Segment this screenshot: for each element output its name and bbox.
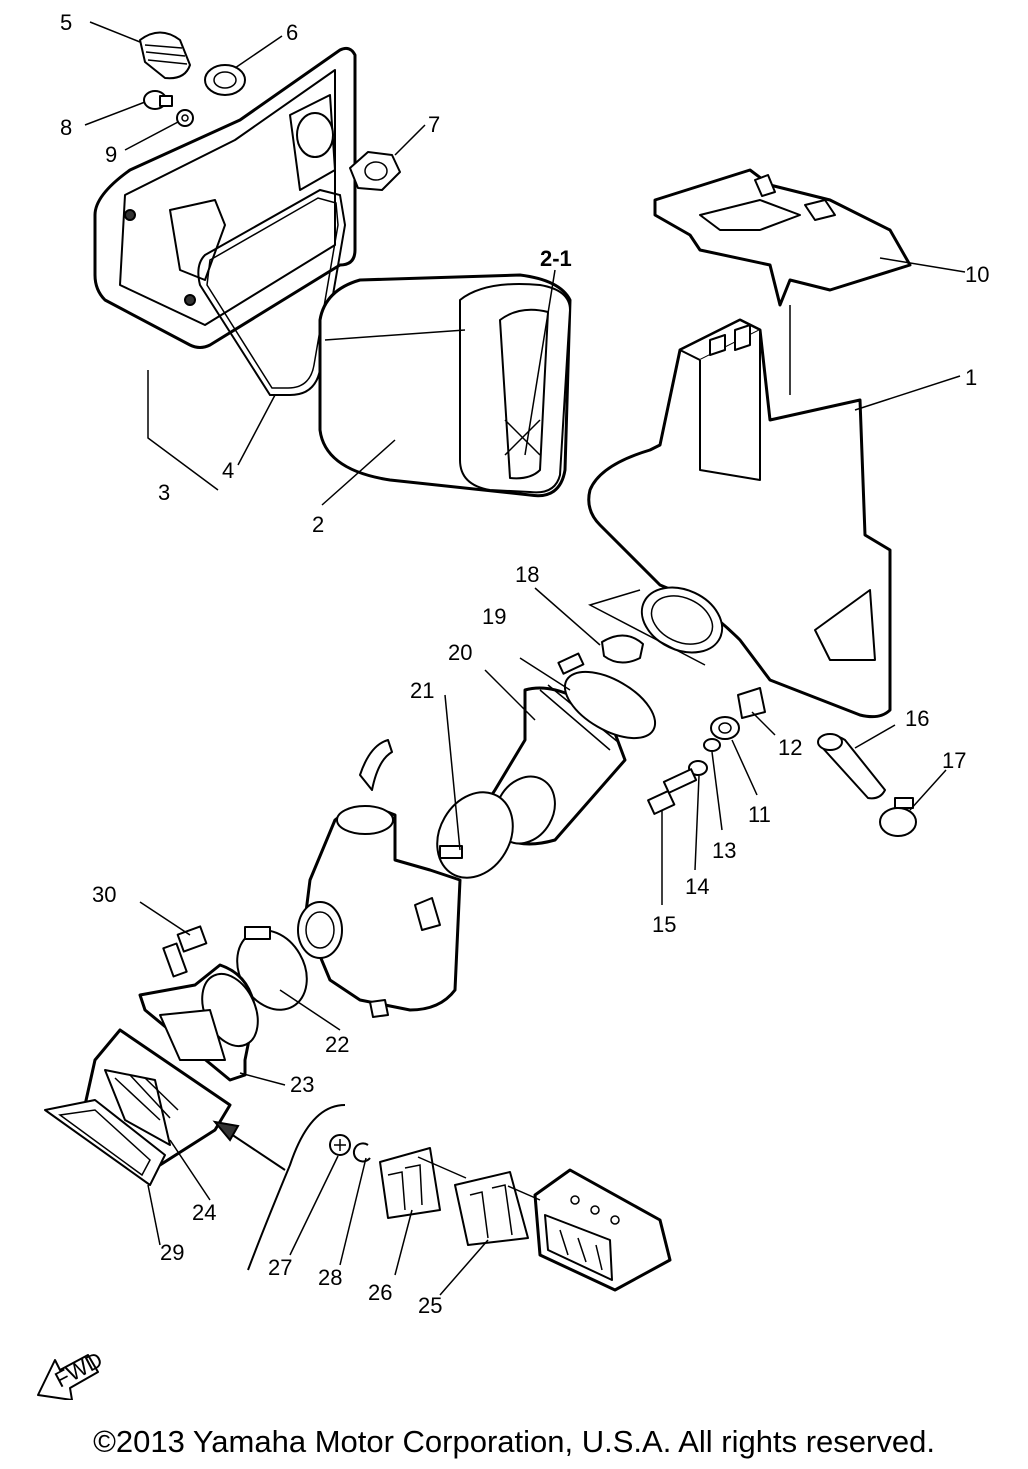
callout-19: 19 <box>482 604 506 629</box>
callout-22: 22 <box>325 1032 349 1057</box>
spring-washer <box>703 738 721 752</box>
callout-23: 23 <box>290 1072 314 1097</box>
callout-30: 30 <box>92 882 116 907</box>
sub-assembly-bracket <box>247 1104 346 1271</box>
callout-15: 15 <box>652 912 676 937</box>
case-cover-plate <box>653 168 912 307</box>
callout-5: 5 <box>60 10 72 35</box>
callout-27: 27 <box>268 1255 292 1280</box>
fwd-label: FWD <box>51 1347 107 1393</box>
exploded-parts-diagram: FWD <box>37 10 989 1400</box>
callout-28: 28 <box>318 1265 342 1290</box>
joint-clamp-upper <box>557 652 657 740</box>
fwd-direction-indicator: FWD <box>37 1347 107 1400</box>
callout-18: 18 <box>515 562 539 587</box>
callout-2: 2 <box>312 512 324 537</box>
copyright-notice: ©2013 Yamaha Motor Corporation, U.S.A. A… <box>93 1424 935 1459</box>
callout-11: 11 <box>748 802 771 827</box>
manifold-clamp <box>236 926 308 1011</box>
grommet-small <box>710 716 740 740</box>
callout-16: 16 <box>905 706 929 731</box>
callout-25: 25 <box>418 1293 442 1318</box>
callout-6: 6 <box>286 20 298 45</box>
intake-manifold <box>138 963 259 1082</box>
reed-washer <box>352 1142 371 1163</box>
air-cleaner-cover <box>93 46 357 349</box>
reed-screw <box>329 1134 351 1156</box>
screw <box>143 90 173 110</box>
callout-9: 9 <box>105 142 117 167</box>
callout-17: 17 <box>942 748 966 773</box>
callout-20: 20 <box>448 640 472 665</box>
callout-7: 7 <box>428 112 440 137</box>
air-filter-element <box>318 273 572 498</box>
nut <box>349 151 401 191</box>
damper <box>601 634 644 664</box>
callout-21: 21 <box>410 678 434 703</box>
reed-valve-gasket <box>44 1099 166 1186</box>
drain-hose <box>817 733 886 800</box>
grommet <box>204 64 246 96</box>
cap <box>139 31 191 80</box>
callout-8: 8 <box>60 115 72 140</box>
manifold-bolt <box>162 925 208 978</box>
carburetor <box>297 739 462 1018</box>
callout-2-1: 2-1 <box>540 246 572 271</box>
collar <box>737 687 766 719</box>
callout-10: 10 <box>965 262 989 287</box>
plain-washer <box>688 760 708 776</box>
air-cleaner-case <box>587 318 892 719</box>
hose-clip <box>879 797 917 837</box>
callout-3: 3 <box>158 480 170 505</box>
reed-stopper <box>454 1171 529 1246</box>
callout-4: 4 <box>222 458 234 483</box>
callout-13: 13 <box>712 838 736 863</box>
callout-labels: 1 2 2-1 3 4 5 6 7 8 9 10 11 12 13 14 15 … <box>60 10 989 1318</box>
callout-29: 29 <box>160 1240 184 1265</box>
callout-12: 12 <box>778 735 802 760</box>
washer <box>176 109 194 127</box>
case-bolt <box>647 768 698 815</box>
callout-26: 26 <box>368 1280 392 1305</box>
leader-lines <box>84 21 966 1296</box>
reed-block <box>533 1168 672 1292</box>
callout-24: 24 <box>192 1200 216 1225</box>
callout-1: 1 <box>965 365 977 390</box>
reed-valve <box>379 1147 441 1219</box>
callout-14: 14 <box>685 874 709 899</box>
